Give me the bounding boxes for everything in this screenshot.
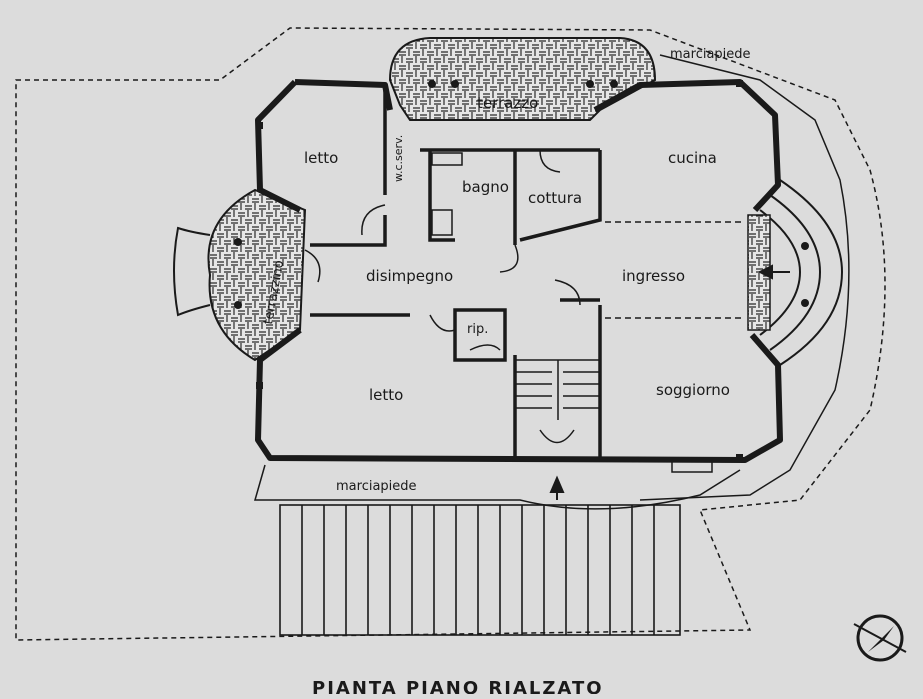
- staircase: [514, 359, 601, 459]
- room-bagno: bagno: [462, 178, 509, 196]
- label-marciapiede-bottom: marciapiede: [336, 479, 417, 494]
- marciapiede-top-outline: [639, 54, 850, 501]
- room-cucina: cucina: [668, 149, 717, 167]
- exterior-walls: [255, 79, 783, 463]
- entrance-steps: [759, 179, 844, 366]
- room-ingresso: ingresso: [622, 267, 685, 285]
- room-soggiorno: soggiorno: [656, 381, 730, 399]
- compass-north-icon: [853, 614, 907, 662]
- room-letto-bottom: letto: [369, 386, 403, 404]
- room-cottura: cottura: [528, 189, 582, 207]
- columns: [234, 80, 809, 461]
- room-rip: rip.: [467, 322, 488, 337]
- terrazzino-area: [207, 188, 307, 362]
- door-swings: [304, 149, 581, 351]
- room-terrazzo: terrazzo: [477, 94, 538, 112]
- bathroom-fixtures: [431, 152, 713, 473]
- entrance-arrow-icon: [549, 475, 565, 500]
- plan-title: PIANTA PIANO RIALZATO: [312, 678, 604, 694]
- side-entrance-arrow-icon: [757, 264, 790, 280]
- room-disimpegno: disimpegno: [366, 267, 453, 285]
- lot-boundary: [15, 27, 886, 641]
- label-marciapiede-top: marciapiede: [670, 47, 751, 62]
- fence-stripes: [279, 504, 681, 636]
- room-wc-serv: w.c.serv.: [392, 135, 405, 182]
- marciapiede-bottom-outline: [254, 464, 741, 510]
- dashed-openings: [605, 221, 745, 319]
- terrazzino-steps: [173, 226, 211, 317]
- interior-walls: [310, 85, 602, 460]
- room-letto-top: letto: [304, 149, 338, 167]
